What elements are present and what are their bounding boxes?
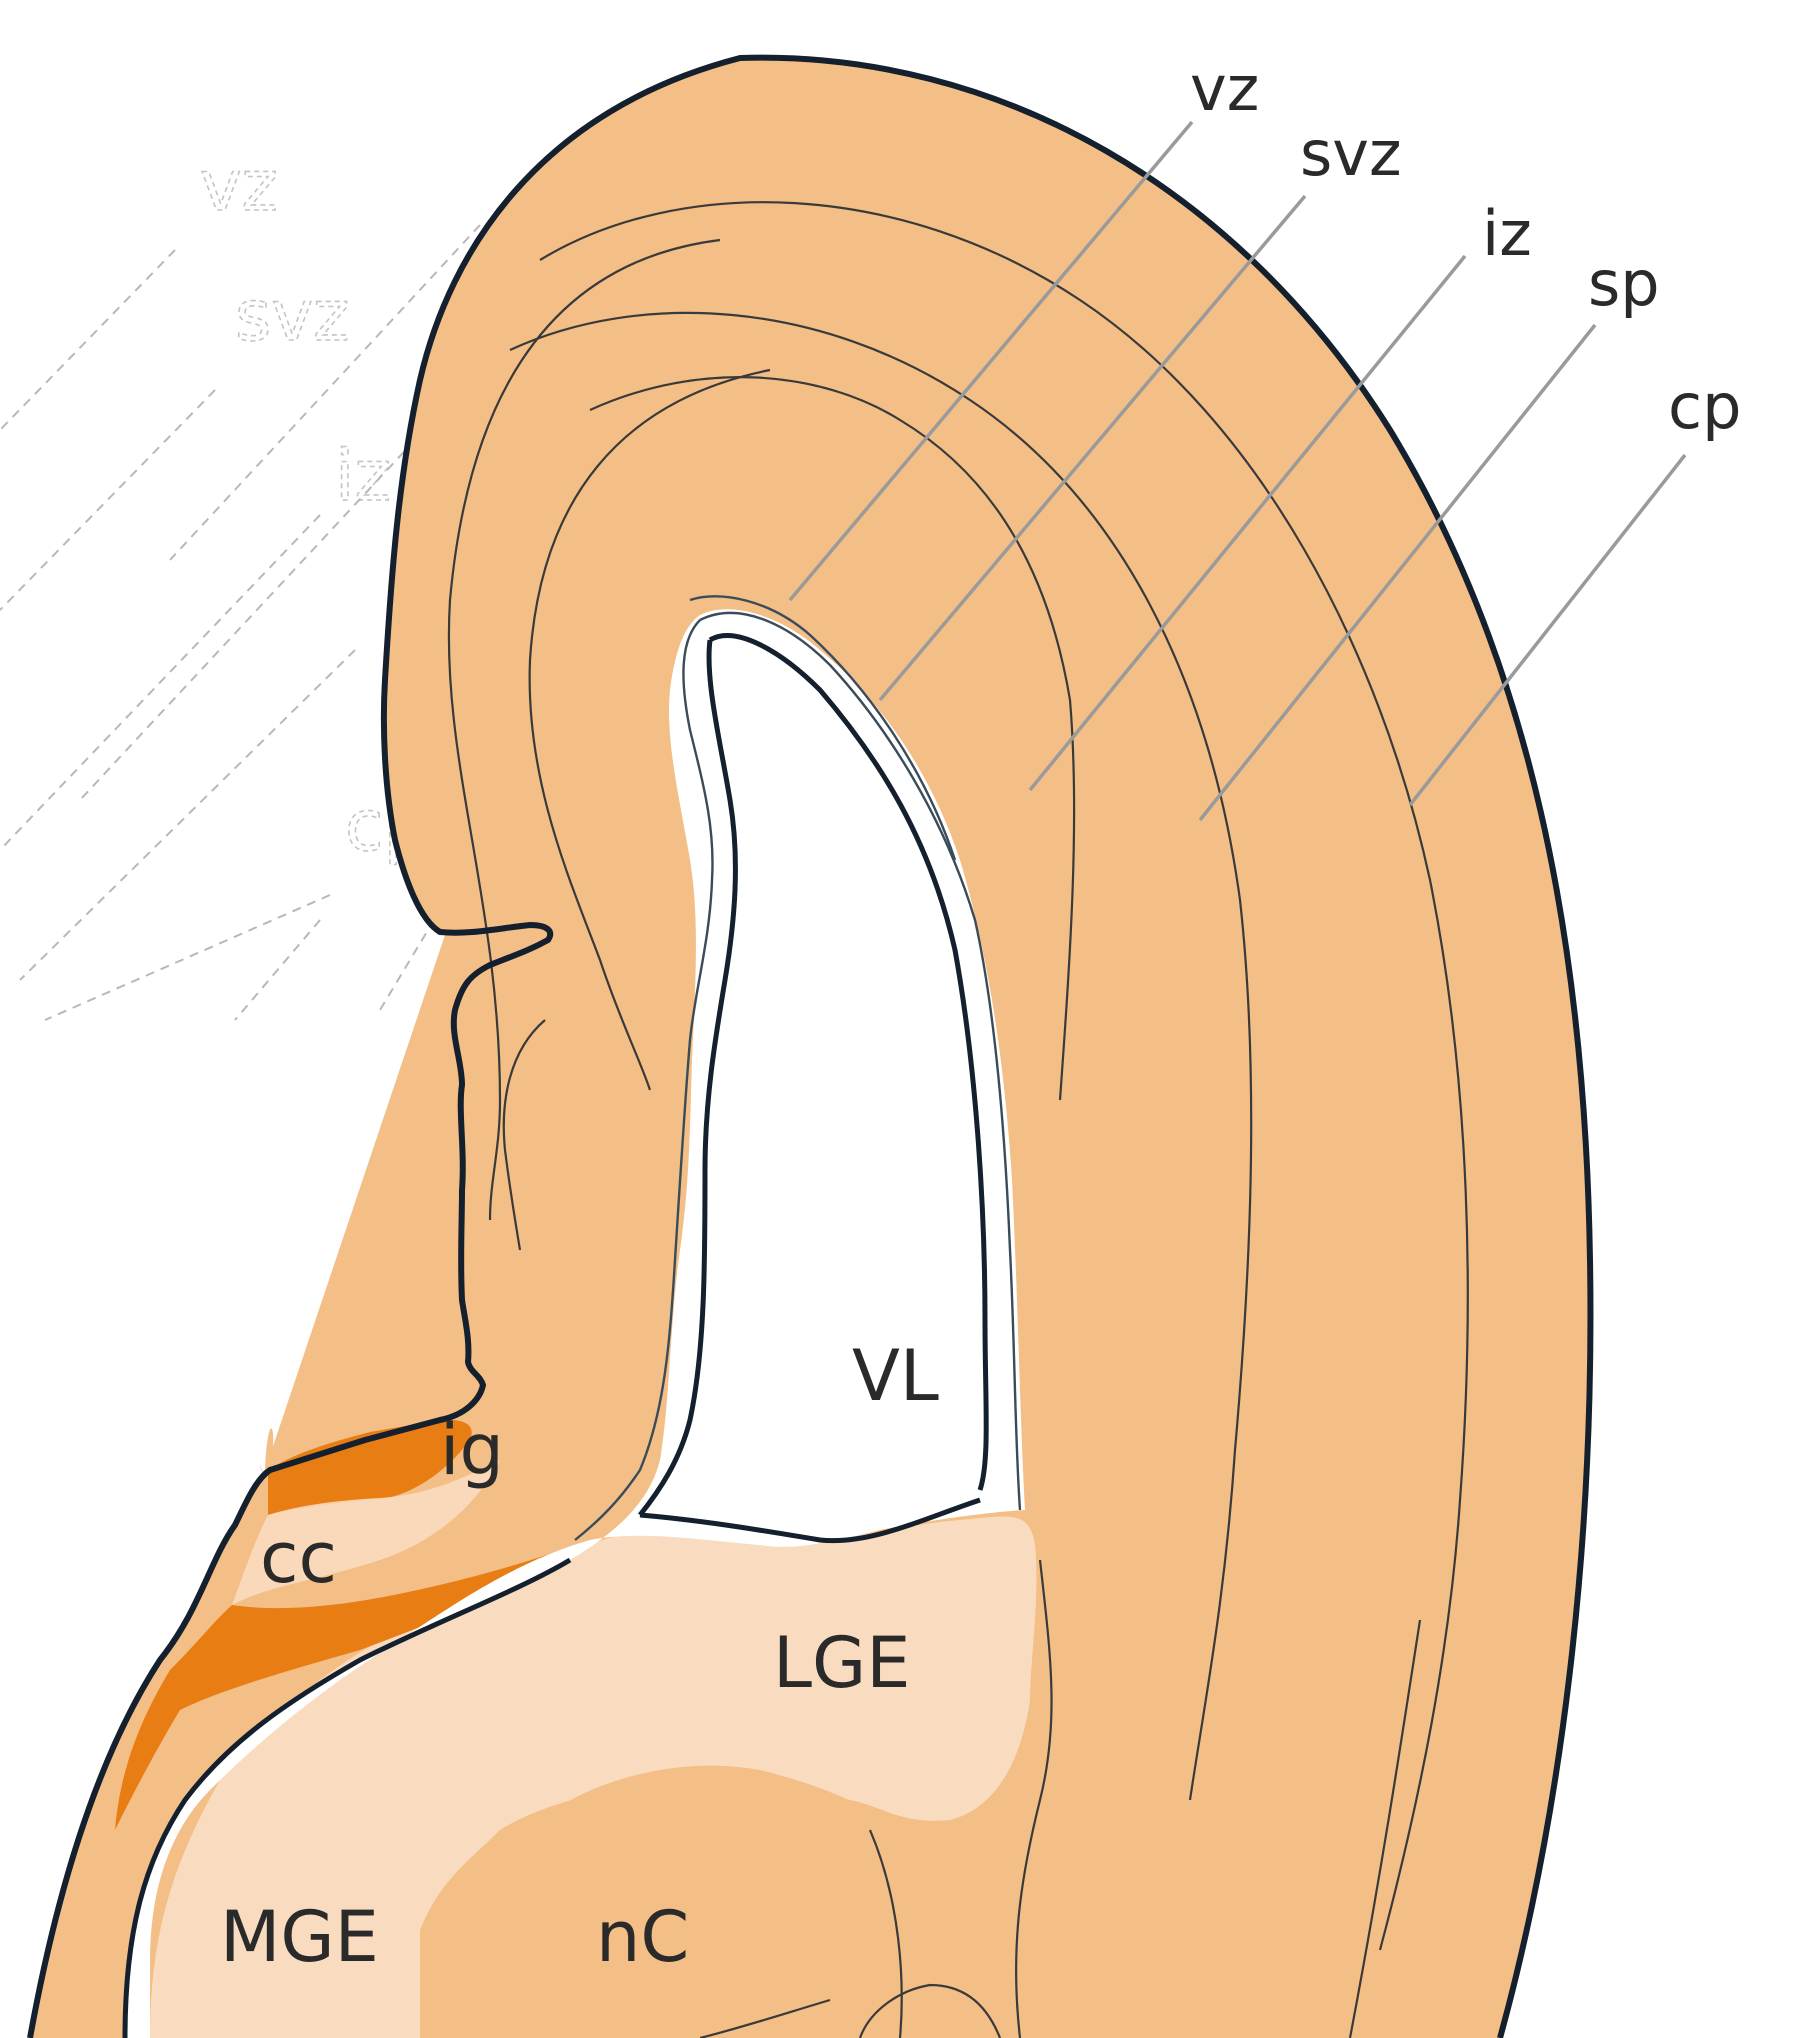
ghost-line-7 [79, 439, 416, 801]
layer-boundary-inner-2 [528, 368, 771, 1091]
ghost-line-3 [0, 514, 321, 851]
label-svz: svz [1300, 117, 1402, 190]
layer-boundary-nc [868, 1829, 903, 2038]
ventricle-line-2 [574, 619, 714, 1541]
ventricle-medial-outline [638, 639, 738, 1517]
label-cp: cp [1668, 370, 1741, 443]
layer-boundary-lower [1014, 1559, 1053, 2038]
ghost-svz-text: svz [235, 275, 350, 357]
section-outer-outline [27, 54, 1594, 2038]
layer-boundary-sp-iz [509, 311, 1253, 1801]
layer-boundary-cp-sp [539, 201, 1469, 1951]
ghost-vz-text: vz [200, 145, 278, 227]
leader-iz [1028, 254, 1467, 792]
label-vz: vz [1190, 52, 1259, 125]
ghost-line-4 [19, 649, 356, 981]
layer-boundary-nc-diag [699, 1998, 831, 2038]
cc-light-band [232, 1460, 500, 1605]
ghost-line-1 [0, 249, 176, 431]
layer-boundary-inner-1 [447, 238, 721, 1221]
ghost-line-2 [0, 389, 216, 611]
leader-vz [788, 120, 1194, 602]
ghost-line-8 [234, 919, 321, 1021]
layer-boundary-medial [502, 1019, 546, 1251]
label-cc: cc [260, 1517, 337, 1599]
corpus-callosum-dark-band [268, 1419, 472, 1515]
ghost-line-5 [44, 894, 331, 1021]
label-lge: LGE [773, 1622, 910, 1704]
medial-wall-outline [122, 1557, 572, 2038]
leader-svz [878, 194, 1307, 702]
ventricle-inner-outline [708, 633, 989, 1491]
ganglionic-eminence [150, 1516, 1037, 2038]
layer-boundary-iz-svz [589, 376, 1076, 1101]
label-mge: MGE [220, 1896, 379, 1978]
caudate-nucleus-region [500, 1765, 880, 2038]
lateral-ventricle [125, 609, 1025, 2038]
cc-lower-dark-band [115, 1545, 580, 1830]
ventricle-floor-outline [639, 1497, 981, 1544]
label-sp: sp [1588, 247, 1660, 320]
label-iz: iz [1482, 197, 1532, 270]
layer-boundary-cp-lower [1348, 1619, 1422, 2038]
label-nc: nC [596, 1896, 689, 1978]
leader-cp [1408, 453, 1687, 807]
label-vl: VL [852, 1335, 939, 1417]
ventricle-line-3 [689, 595, 957, 861]
ghost-line-6 [169, 224, 481, 561]
leader-sp [1198, 323, 1597, 822]
label-ig: ig [440, 1409, 504, 1491]
ventricle-line-1 [699, 611, 1022, 1511]
layer-boundary-bottom-arc [858, 1983, 1002, 2038]
